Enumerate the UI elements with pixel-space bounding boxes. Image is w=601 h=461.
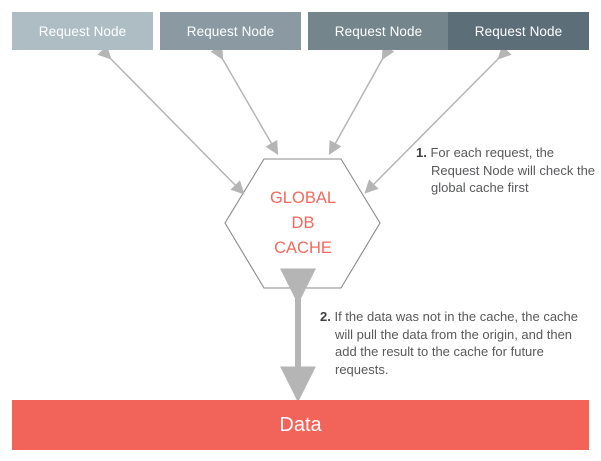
note-1-number: 1. <box>416 145 427 160</box>
cache-label-line-2: DB <box>291 214 315 232</box>
request-node-4-label: Request Node <box>474 23 563 39</box>
request-node-2-label: Request Node <box>186 23 275 39</box>
note-1: 1. For each request, the Request Node wi… <box>416 144 596 197</box>
note-2: 2. If the data was not in the cache, the… <box>320 308 592 378</box>
cache-label-line-1: GLOBAL <box>269 189 337 207</box>
request-node-3-label: Request Node <box>334 23 423 39</box>
request-node-1-label: Request Node <box>38 23 127 39</box>
request-node-3[interactable]: Request Node <box>308 12 449 50</box>
data-store-bar[interactable]: Data <box>12 400 589 450</box>
arrow-node2-cache <box>210 44 279 155</box>
global-db-cache-label: GLOBAL DB CACHE <box>246 186 360 261</box>
note-2-number: 2. <box>320 309 331 324</box>
cache-label-line-3: CACHE <box>274 239 332 257</box>
request-node-1[interactable]: Request Node <box>12 12 153 50</box>
request-node-2[interactable]: Request Node <box>160 12 301 50</box>
arrow-node3-cache <box>328 44 395 155</box>
arrow-node1-cache <box>97 45 245 195</box>
request-node-4[interactable]: Request Node <box>448 12 589 50</box>
note-2-text: If the data was not in the cache, the ca… <box>334 309 579 377</box>
data-store-label: Data <box>279 413 322 436</box>
note-1-text: For each request, the Request Node will … <box>430 145 596 195</box>
